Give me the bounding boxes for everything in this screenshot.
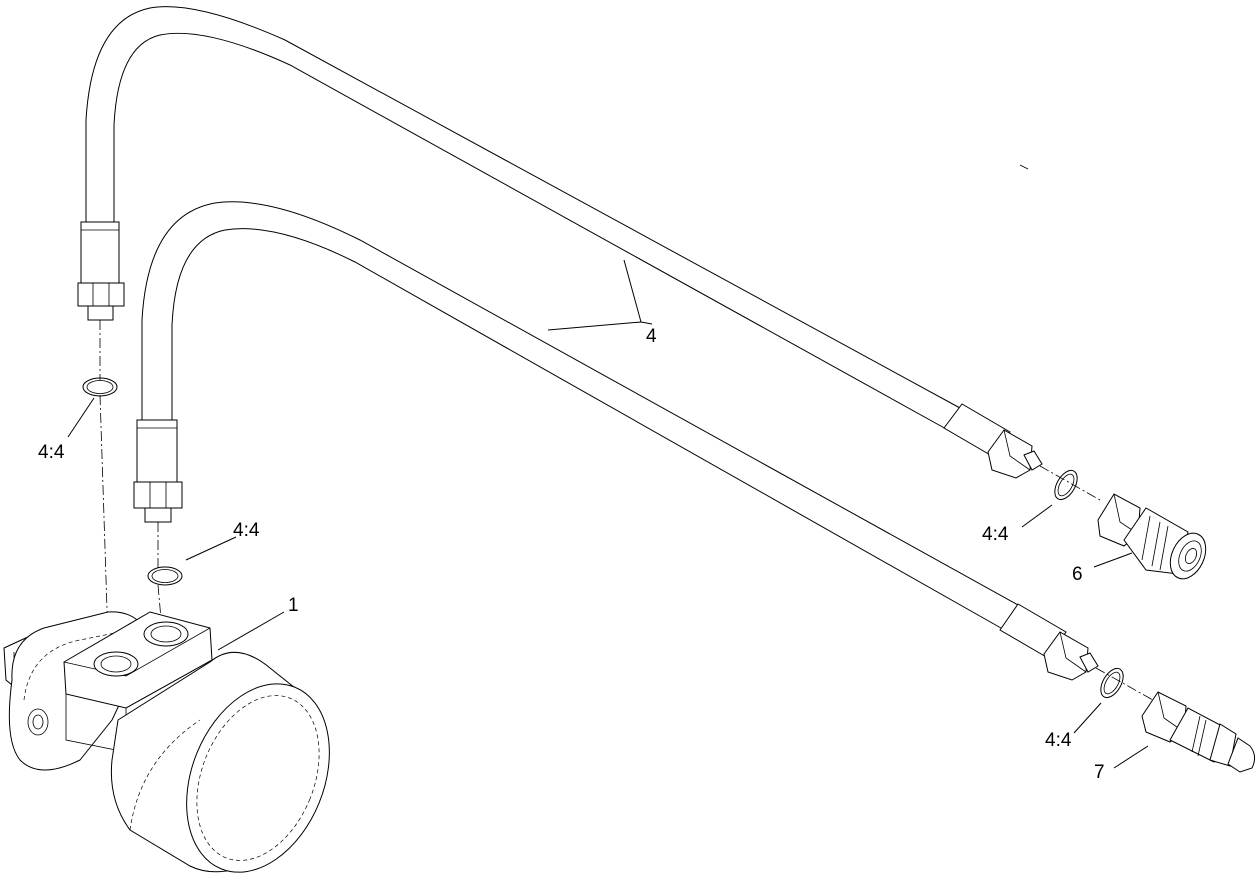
- o-ring-middle: [147, 566, 183, 586]
- quick-coupler-male: [1141, 691, 1256, 773]
- hydraulic-motor: [3, 611, 330, 873]
- callout-o-ring-right-upper: 4:4: [982, 524, 1009, 545]
- callout-leaders: [67, 164, 1149, 769]
- assembly-centerlines: [99, 320, 1161, 705]
- o-ring-upper-left: [82, 377, 118, 397]
- callout-motor: 1: [288, 595, 299, 616]
- callout-hose: 4: [646, 326, 657, 347]
- quick-coupler-female: [1097, 493, 1207, 580]
- callout-o-ring-upper-left: 4:4: [38, 442, 65, 463]
- callout-o-ring-right-lower: 4:4: [1045, 730, 1072, 751]
- hydraulic-hose-lower: [133, 201, 1099, 681]
- o-ring-right-lower: [1100, 667, 1124, 699]
- callout-coupler-female: 6: [1072, 564, 1083, 585]
- hydraulic-hose-upper: [77, 6, 1043, 479]
- o-ring-right-upper: [1054, 469, 1078, 501]
- callout-o-ring-middle: 4:4: [233, 520, 260, 541]
- callout-coupler-male: 7: [1094, 762, 1105, 783]
